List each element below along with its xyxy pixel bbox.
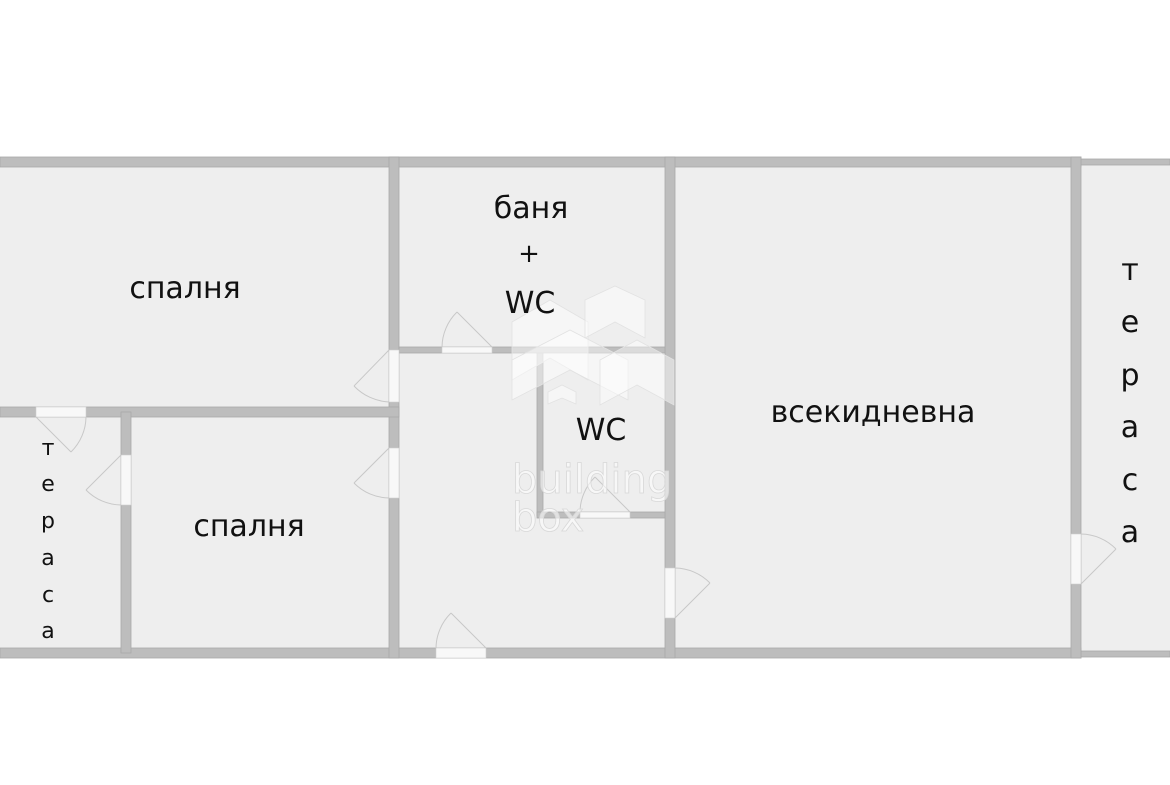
door-openings xyxy=(35,346,1082,659)
label-terrace-right-letter: р xyxy=(1120,358,1139,393)
door-terrace-left-top xyxy=(35,406,87,418)
door-swing-terrace-left-top xyxy=(35,416,87,453)
label-terrace-left-letter: е xyxy=(41,472,55,497)
label-terrace-left-letter: с xyxy=(42,583,54,608)
label-terrace-left-letter: р xyxy=(41,509,55,534)
door-bedroom-1 xyxy=(388,349,400,403)
watermark-logo-icon xyxy=(511,285,675,406)
wall-living-terrace xyxy=(1070,156,1082,659)
label-terrace-right-letter: а xyxy=(1121,410,1139,445)
door-swing-living xyxy=(674,567,711,619)
wall-terrace-right-bottom xyxy=(1080,650,1170,658)
door-swing-bedroom-1 xyxy=(353,349,390,403)
watermark-text-line2: box xyxy=(512,495,584,541)
room-bathroom-floor xyxy=(399,167,665,349)
room-hallway-floor xyxy=(399,353,665,648)
label-bedroom-1: спалня xyxy=(129,271,240,306)
label-bathroom-line1: баня xyxy=(494,191,569,226)
door-bedroom-2 xyxy=(388,447,400,499)
label-terrace-left-letter: а xyxy=(41,546,54,571)
room-floors xyxy=(0,165,1170,651)
door-swing-wc xyxy=(579,476,631,513)
label-bathroom-line3: WC xyxy=(505,286,556,321)
label-living-room: всекидневна xyxy=(771,395,976,430)
room-bedroom-1-floor xyxy=(0,167,389,407)
door-swing-entrance xyxy=(435,612,487,649)
wall-terrace-right-top xyxy=(1080,158,1170,166)
room-terrace-left-floor xyxy=(0,417,121,648)
door-wc xyxy=(579,511,631,519)
label-terrace-right-letter: т xyxy=(1121,253,1138,288)
door-bathroom xyxy=(441,346,493,354)
wall-terrace-left-divider xyxy=(120,411,132,654)
label-bathroom-line2: + xyxy=(518,239,540,269)
label-bedroom-2: спалня xyxy=(193,509,304,544)
door-entrance xyxy=(435,647,487,659)
door-terrace-right xyxy=(1070,533,1082,585)
label-terrace-left-letter: т xyxy=(42,436,55,461)
label-terrace-left-letter: а xyxy=(41,619,54,644)
label-terrace-left: т е р а с а xyxy=(41,436,55,644)
wall-top xyxy=(0,156,1082,168)
label-wc: WC xyxy=(576,413,627,448)
wall-bottom xyxy=(0,647,1082,659)
door-swing-terrace-left-side xyxy=(85,454,122,506)
wall-bedroom-divider xyxy=(0,406,400,418)
door-swing-bathroom xyxy=(441,311,493,348)
room-living-floor xyxy=(675,167,1071,648)
room-bedroom-2-floor xyxy=(131,417,389,648)
wall-center-right xyxy=(664,156,676,659)
door-terrace-left-side xyxy=(120,454,132,506)
door-swing-terrace-right xyxy=(1080,533,1117,585)
watermark-text-line1: building xyxy=(512,457,672,503)
door-living xyxy=(664,567,676,619)
label-terrace-right-letter: е xyxy=(1121,305,1139,340)
label-terrace-right: т е р а с а xyxy=(1120,253,1139,550)
label-terrace-right-letter: с xyxy=(1122,463,1139,498)
door-swings xyxy=(35,311,1117,649)
door-swing-bedroom-2 xyxy=(353,447,390,499)
label-terrace-right-letter: а xyxy=(1121,515,1139,550)
room-terrace-right-floor xyxy=(1081,165,1170,651)
